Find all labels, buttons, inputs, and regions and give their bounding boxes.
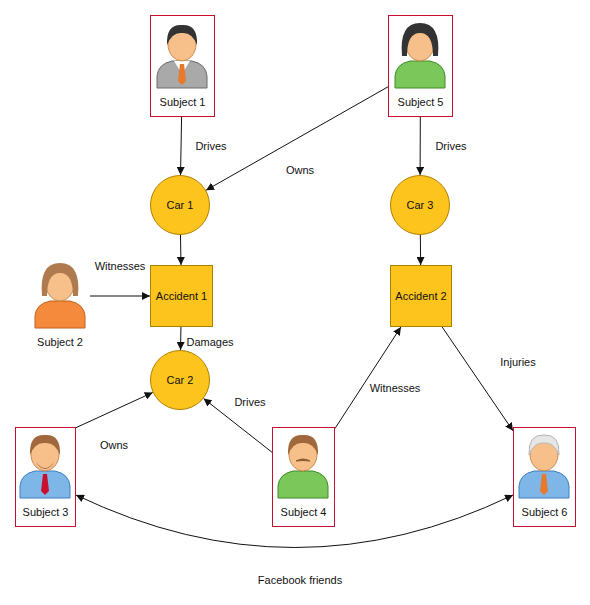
edge-label: Drives	[234, 396, 265, 408]
edge-label: Injuries	[500, 356, 535, 368]
node-label: Subject 6	[522, 506, 568, 518]
relation-arrow	[180, 327, 181, 350]
node-label: Subject 1	[160, 96, 206, 108]
node-label: Car 3	[407, 199, 434, 211]
relation-arrow	[420, 235, 421, 265]
relation-arrow	[206, 87, 388, 190]
relation-arrow	[420, 117, 421, 175]
node-label: Car 2	[167, 374, 194, 386]
edge-label: Drives	[195, 140, 226, 152]
edge-label: Facebook friends	[258, 574, 342, 586]
person-icon	[35, 263, 85, 328]
car-circle: Car 2	[150, 350, 210, 410]
car-circle: Car 3	[390, 175, 450, 235]
node-label: Accident 1	[156, 290, 207, 302]
node-label: Subject 5	[398, 96, 444, 108]
car-circle: Car 1	[150, 175, 210, 235]
node-label: Subject 4	[281, 506, 327, 518]
person-box: Subject 4	[272, 427, 335, 527]
person-icon	[519, 435, 569, 498]
edge-label: Witnesses	[95, 260, 146, 272]
person-icon	[20, 435, 70, 498]
node-label: Car 1	[167, 199, 194, 211]
edge-label: Drives	[435, 140, 466, 152]
accident-box: Accident 1	[150, 265, 213, 327]
person-icon	[157, 25, 207, 88]
person-box: Subject 5	[388, 15, 453, 117]
node-label: Accident 2	[395, 290, 446, 302]
edge-label: Witnesses	[370, 382, 421, 394]
relation-arrow	[335, 327, 401, 428]
person-icon	[395, 23, 445, 88]
relation-arrow	[90, 296, 150, 297]
edge-label: Owns	[100, 439, 128, 451]
person-box: Subject 1	[150, 15, 215, 117]
relation-arrow	[442, 327, 513, 431]
node-label: Subject 3	[23, 506, 69, 518]
relation-arrow	[181, 117, 182, 175]
accident-box: Accident 2	[390, 265, 452, 327]
person-box: Subject 6	[513, 427, 576, 527]
node-label: Subject 2	[37, 336, 83, 348]
relation-arrow	[180, 235, 181, 265]
relation-arrow	[76, 495, 513, 548]
person-icon	[278, 435, 328, 498]
edge-label: Damages	[186, 336, 233, 348]
person-figure: Subject 2	[30, 262, 90, 350]
relation-arrow	[76, 392, 153, 427]
person-box: Subject 3	[15, 427, 76, 527]
edge-label: Owns	[286, 164, 314, 176]
